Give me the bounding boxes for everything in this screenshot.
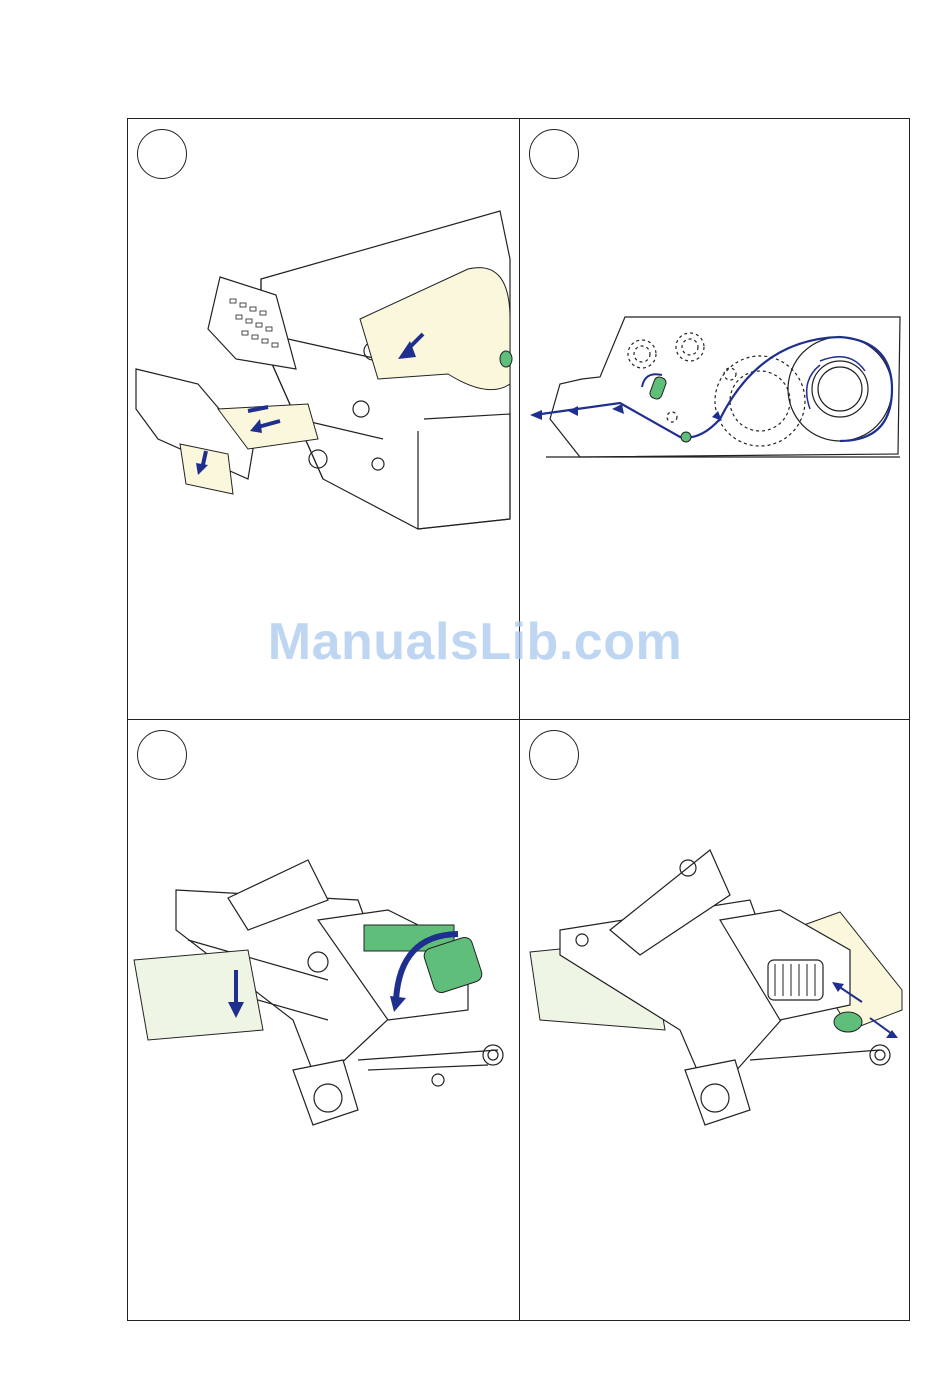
printhead-mechanism-closed-illustration — [520, 720, 911, 1320]
watermark-text: ManualsLib.com — [0, 612, 950, 672]
step-panel-3 — [128, 720, 519, 1320]
printhead-mechanism-illustration — [128, 720, 519, 1320]
step-panel-4 — [520, 720, 911, 1320]
instruction-grid — [127, 118, 910, 1321]
